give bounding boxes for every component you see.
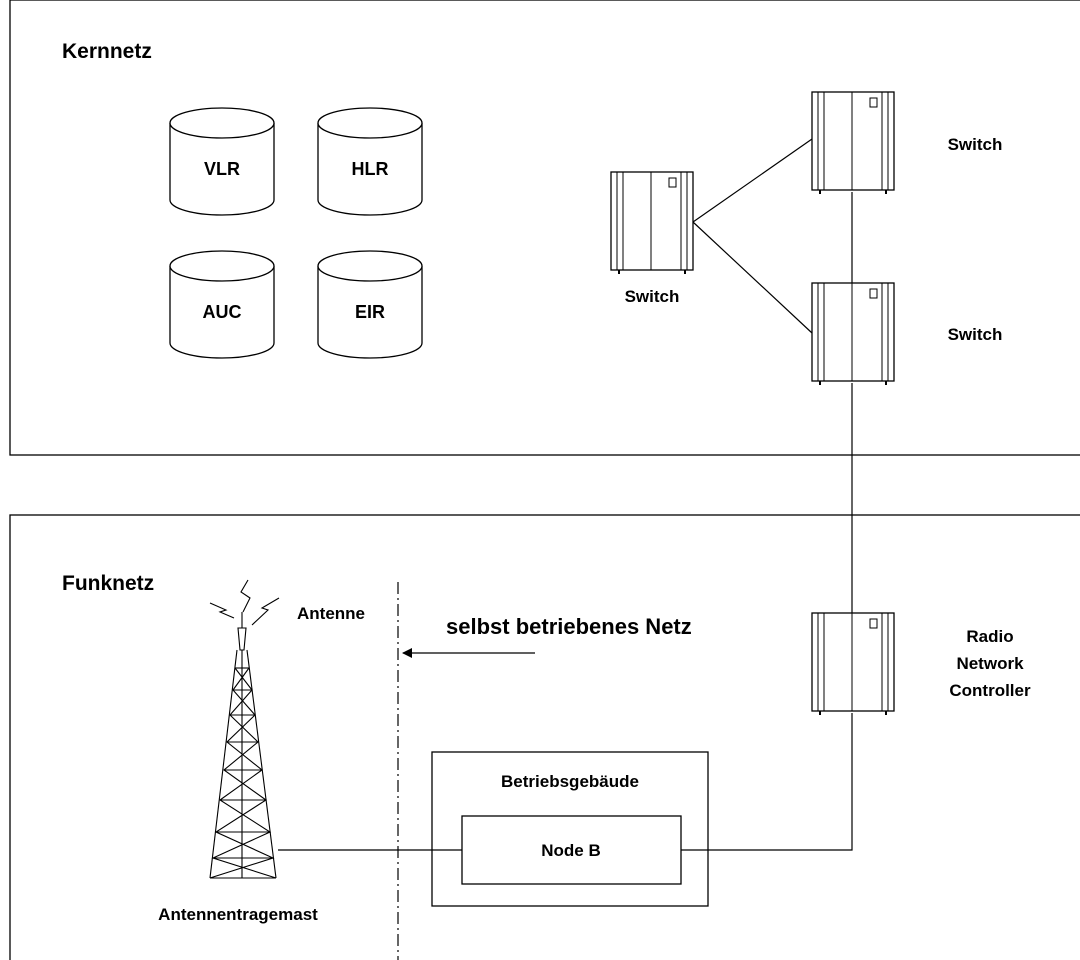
switch-bottom-right [811,282,895,385]
antenna-label: Antenne [297,604,365,623]
database-label: EIR [355,302,385,322]
core-network-title: Kernnetz [62,40,152,63]
core-network-zone [9,0,1080,456]
switch-left [610,171,694,274]
link-switch-a-b [692,138,813,223]
rnc-label-line2: Network [956,654,1024,673]
rnc-label-line3: Controller [949,681,1031,700]
connection-lines [278,138,853,851]
database-label: HLR [352,159,389,179]
link-switch-a-c [692,221,813,334]
self-operated-network-label: selbst betriebenes Netz [446,614,692,639]
node-b-label: Node B [541,841,601,860]
database-hlr: HLR [317,107,423,216]
radio-network-zone [9,514,1080,960]
database-auc: AUC [169,250,275,359]
antenna-mast-label: Antennentragemast [158,905,318,924]
database-label: AUC [203,302,242,322]
switch-top-right-label: Switch [948,135,1003,154]
operations-building [431,751,709,907]
radio-network-title: Funknetz [62,572,154,595]
switch-top-right [811,91,895,194]
database-eir: EIR [317,250,423,359]
operations-building-title: Betriebsgebäude [501,772,639,791]
rnc-label-line1: Radio [966,627,1013,646]
switch-left-label: Switch [625,287,680,306]
antenna-mast-icon [209,612,277,879]
database-vlr: VLR [169,107,275,216]
switch-bottom-right-label: Switch [948,325,1003,344]
database-label: VLR [204,159,240,179]
radio-network-controller [811,612,895,715]
link-rnc-nodeb [681,713,853,851]
signal-icon [209,579,280,626]
node-b [461,815,682,885]
